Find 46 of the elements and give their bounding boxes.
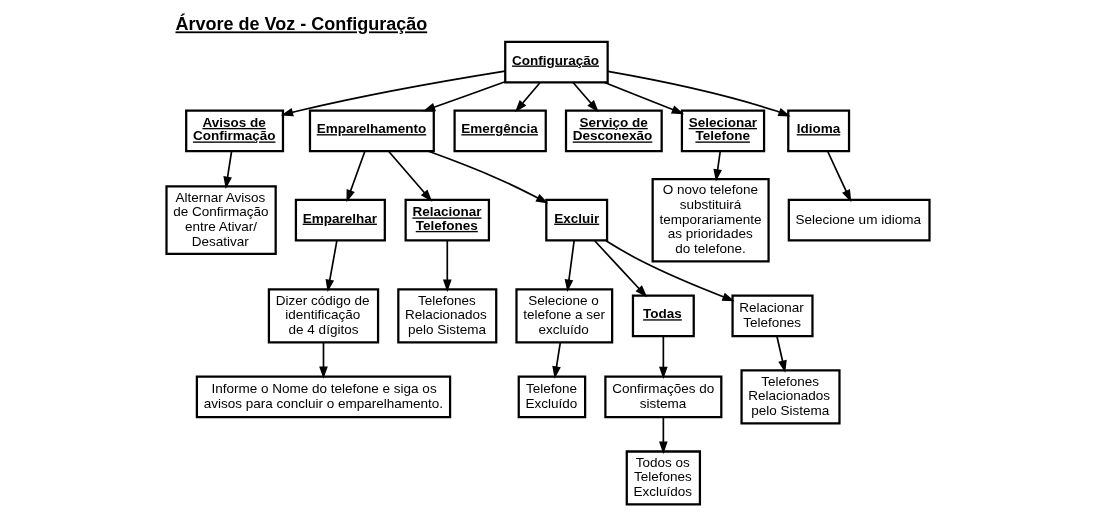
arrow — [607, 70, 791, 117]
node-box: Telefones Relacionados pelo Sistema — [740, 369, 841, 425]
arrow — [659, 416, 668, 454]
arrow — [280, 70, 506, 117]
node-box: Relacionar Telefones — [404, 198, 491, 242]
node-box: Configuração — [504, 40, 609, 84]
node-box: Excluir — [545, 198, 609, 242]
node-box: Telefones Relacionados pelo Sistema — [397, 288, 498, 344]
arrow — [346, 150, 366, 203]
node-box: Todas — [631, 294, 695, 338]
node-box: O novo telefone substituirá temporariamente as prioridades do telefone. — [651, 178, 770, 263]
arrow — [223, 150, 233, 189]
node-box: Serviço de Desconexão — [564, 109, 663, 153]
node-box: Selecionar Telefone — [680, 109, 766, 153]
arrow — [325, 239, 338, 292]
arrow — [593, 239, 648, 298]
arrow — [427, 150, 549, 204]
node-box: Idioma — [787, 109, 851, 153]
node-box: Confirmações do sistema — [604, 375, 723, 419]
node-box: Emergência — [453, 109, 547, 153]
node-box: Alternar Avisos de Confirmação entre Ativar/ Desativar — [165, 185, 277, 256]
node-box: Selecione um idioma — [787, 198, 931, 242]
arrow — [603, 81, 685, 115]
arrow — [514, 81, 541, 113]
node-box: Emparelhar — [294, 198, 386, 242]
arrow — [564, 239, 575, 292]
arrow — [659, 335, 668, 380]
arrow — [826, 150, 852, 203]
node-box: Avisos de Confirmação — [185, 109, 285, 153]
node-box: Todos os Telefones Excluídos — [625, 450, 702, 506]
node-box: Dizer código de identificação de 4 dígitos — [267, 288, 380, 344]
node-box: Informe o Nome do telefone e siga os avisos para concluir o emparelhamento. — [195, 375, 452, 419]
node-box: Relacionar Telefones — [731, 294, 814, 338]
arrow — [387, 150, 433, 202]
diagram-title: Árvore de Voz - Configuração — [175, 14, 428, 35]
arrow — [776, 335, 787, 373]
arrow — [572, 81, 599, 113]
arrow — [319, 341, 328, 379]
node-box: Emparelhamento — [308, 109, 435, 153]
arrow — [605, 239, 735, 302]
node-box: Telefone Excluído — [517, 375, 587, 419]
arrow — [713, 150, 722, 182]
arrow — [552, 341, 562, 379]
node-box: Selecione o telefone a ser excluído — [515, 288, 614, 344]
arrow — [422, 80, 506, 112]
arrow — [442, 239, 452, 292]
